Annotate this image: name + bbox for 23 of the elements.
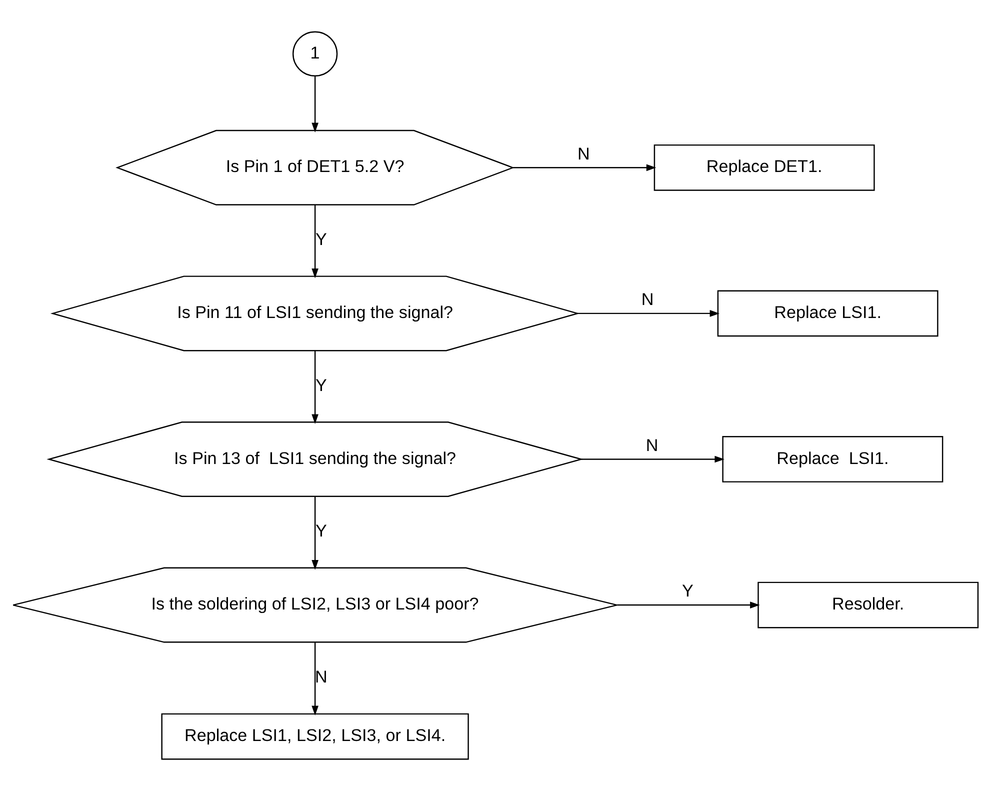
- arrow: [312, 350, 318, 424]
- edge-label: N: [641, 290, 654, 310]
- edge-label: N: [646, 436, 658, 455]
- edge-label: N: [577, 144, 590, 164]
- arrow: [312, 76, 318, 133]
- arrow: [513, 164, 656, 172]
- edge-label: Y: [315, 230, 327, 250]
- edge-label: Y: [682, 582, 694, 601]
- node-circle: 1: [292, 31, 338, 76]
- edge-label: Y: [315, 376, 327, 395]
- arrow: [581, 456, 724, 463]
- edge-label: N: [314, 667, 328, 686]
- node-box: Replace DET1.: [654, 144, 875, 191]
- node-box: Replace LSI1, LSI2, LSI3, or LSI4.: [161, 713, 469, 760]
- edge-label: Y: [315, 522, 327, 541]
- node-box: Replace LSI1.: [717, 290, 938, 337]
- arrow: [617, 602, 760, 608]
- arrow: [577, 310, 720, 317]
- arrow: [312, 642, 318, 716]
- node-box: Resolder.: [758, 582, 979, 628]
- arrow: [312, 204, 318, 278]
- node-box: Replace LSI1.: [722, 436, 944, 482]
- arrow: [312, 496, 318, 570]
